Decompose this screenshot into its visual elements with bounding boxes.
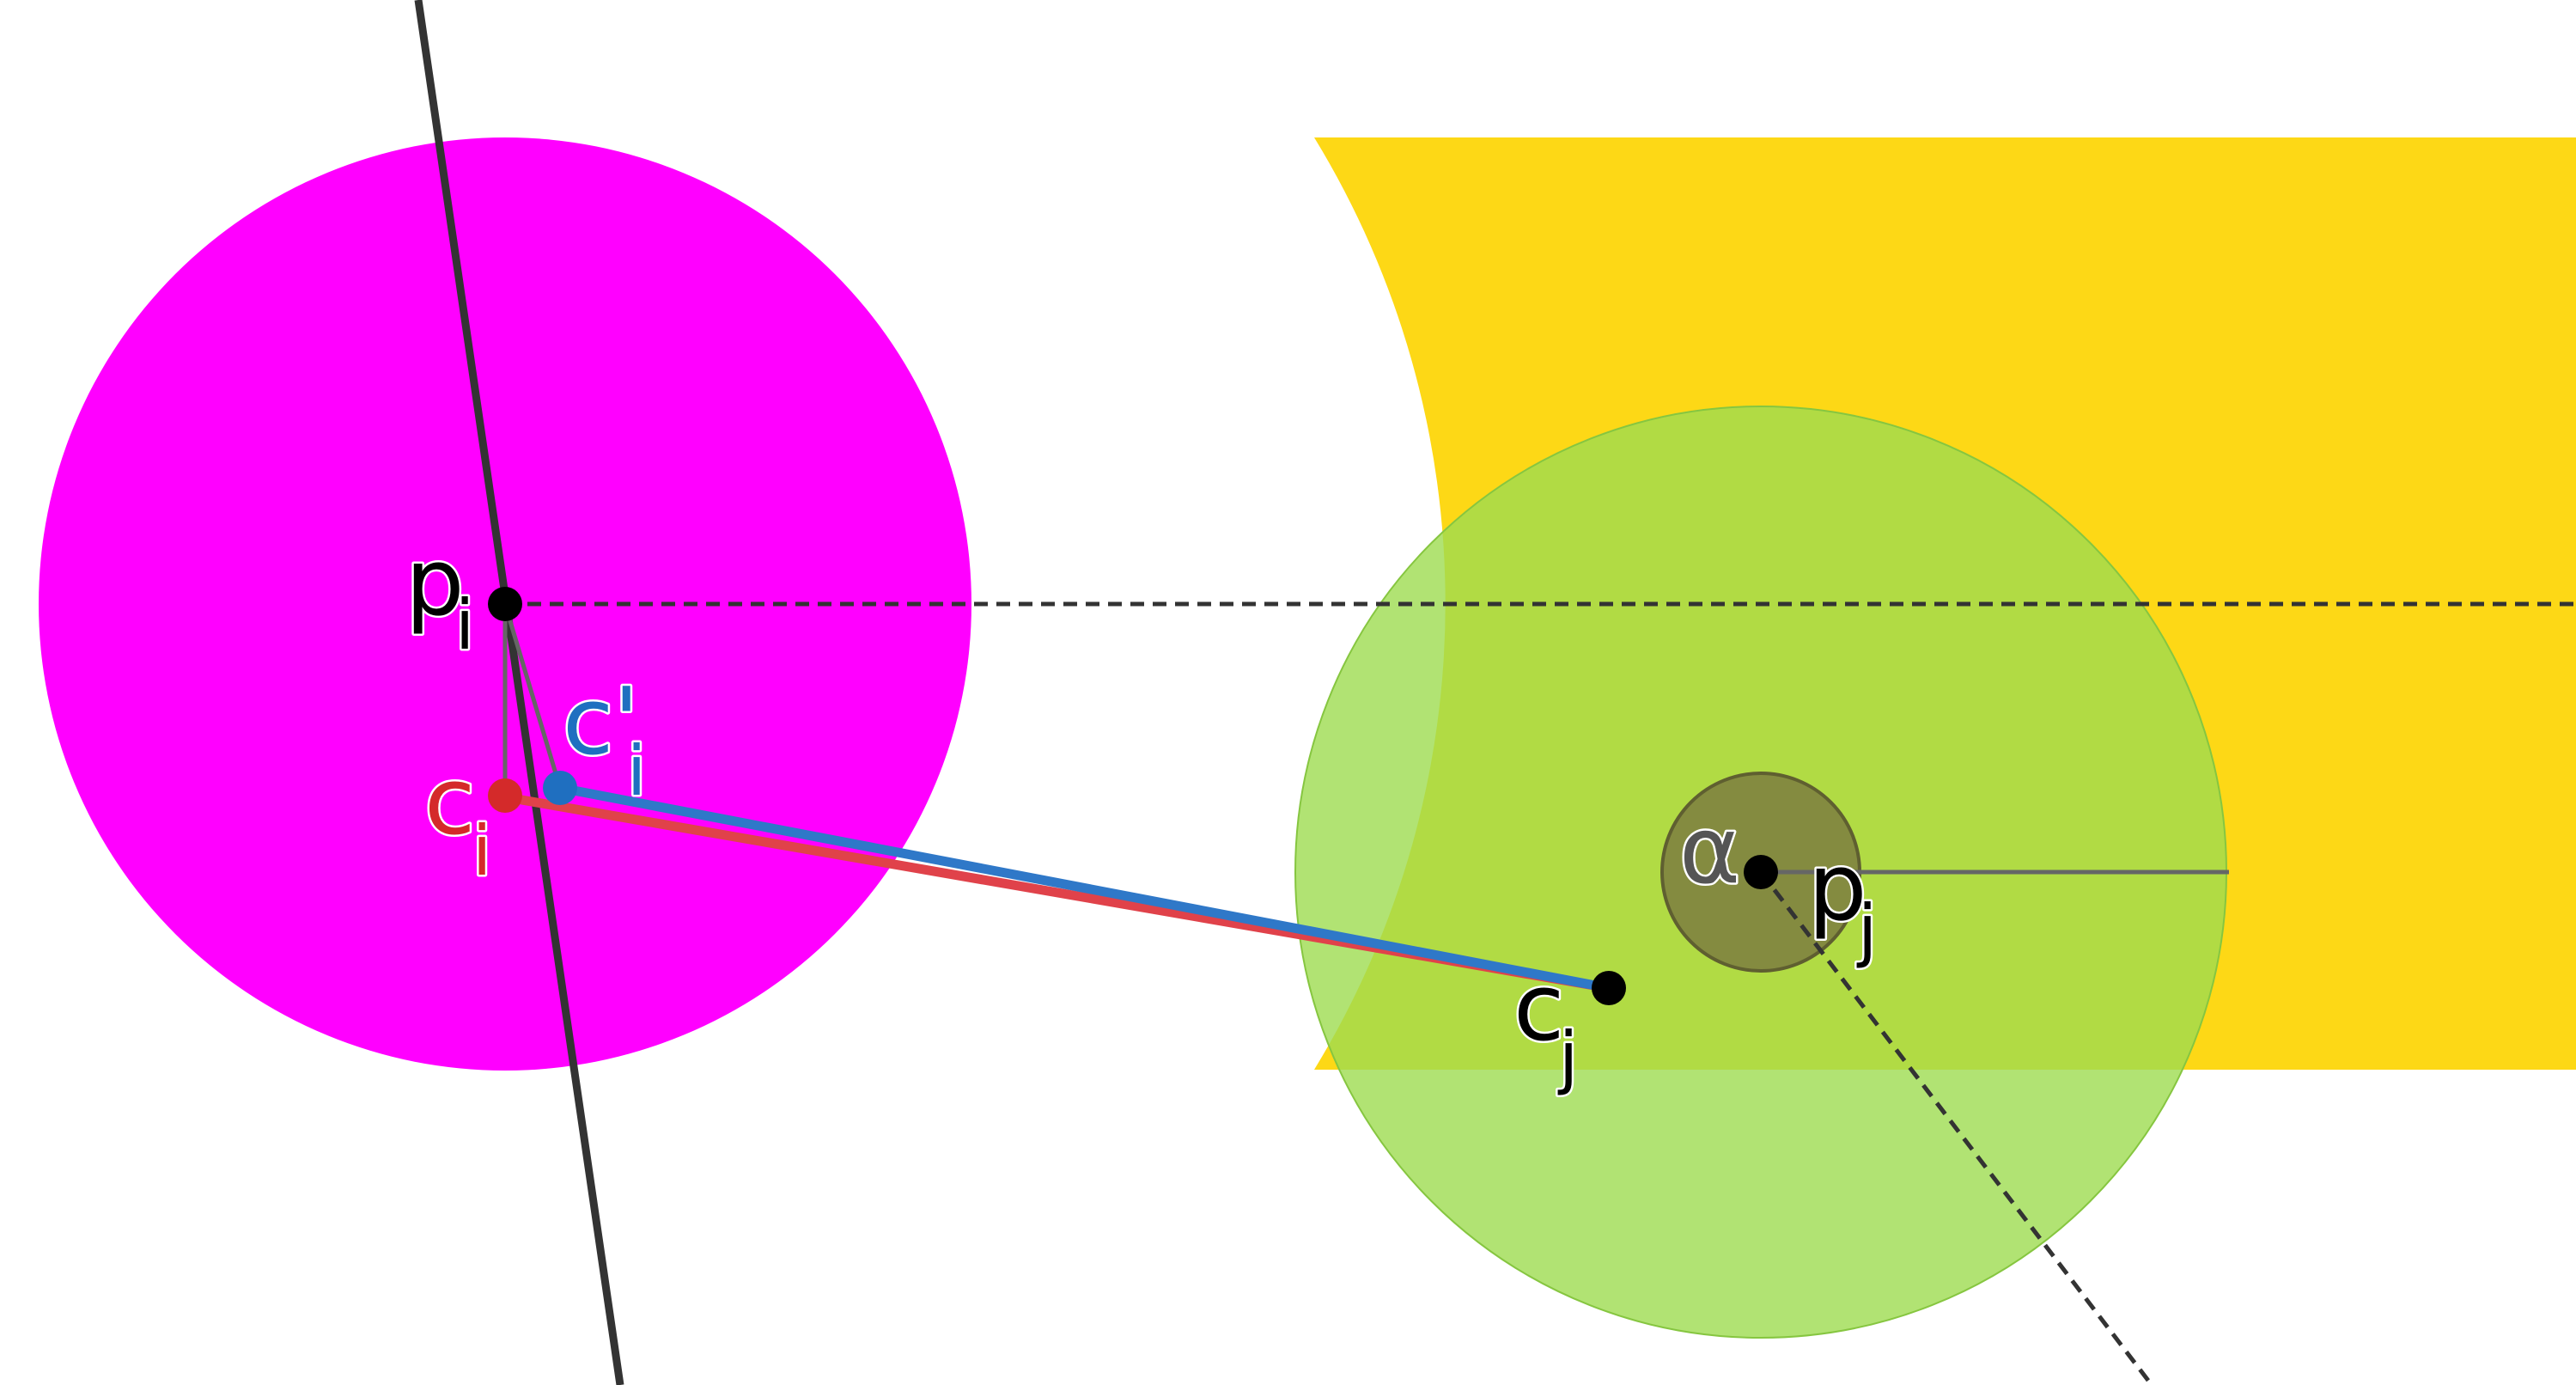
label-alpha: α — [1679, 797, 1740, 905]
label-p-j-main: p — [1808, 834, 1867, 942]
label-c-prime-i-sub: i — [627, 731, 646, 811]
point-p-j — [1744, 855, 1778, 889]
label-c-j-main: c — [1513, 955, 1564, 1062]
dashed-diagonal-line — [1759, 870, 2153, 1385]
label-p-j-sub: j — [1856, 890, 1877, 970]
label-c-i: c i — [423, 747, 494, 894]
point-p-i — [488, 587, 522, 621]
point-c-j — [1592, 971, 1626, 1005]
connector-pi-ciprime — [502, 603, 563, 789]
label-c-prime-i: c' i — [561, 667, 649, 814]
label-p-i: p i — [404, 528, 477, 668]
point-c-i — [488, 778, 522, 813]
point-c-prime-i — [543, 771, 577, 805]
tangent-line — [414, 0, 624, 1385]
label-c-i-sub: i — [472, 811, 491, 891]
label-c-prime-i-main: c' — [563, 668, 639, 776]
label-c-j-sub: j — [1557, 1017, 1578, 1097]
label-p-i-main: p — [405, 529, 465, 637]
label-c-i-main: c — [424, 748, 475, 856]
label-c-j: c j — [1512, 953, 1580, 1100]
blue-segment — [555, 783, 1614, 993]
label-p-i-sub: i — [455, 585, 474, 665]
label-p-j: p j — [1806, 833, 1879, 973]
